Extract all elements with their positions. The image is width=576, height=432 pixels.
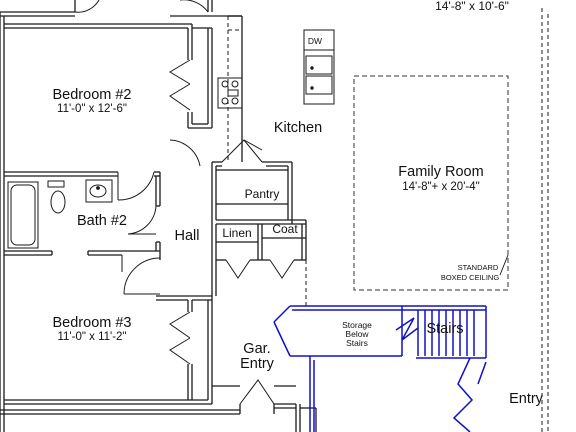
ceiling-note-leader [499,254,509,276]
dashed-lines [227,8,549,432]
bedroom3-dim: 11'-0" x 11'-2" [57,331,126,343]
bath2-label: Bath #2 [77,213,127,229]
kitchen-label: Kitchen [274,120,322,136]
bedroom2-dim: 11'-0" x 12'-6" [57,103,127,115]
family-room-dim: 14'-8"+ x 20'-4" [402,181,479,193]
bedroom3-name: Bedroom #3 [53,315,132,331]
top-room-dim: 14'-8" x 10'-6" [435,0,509,13]
storage-line3: Stairs [346,338,368,348]
gar-entry-line1: Gar. [243,341,270,357]
ceiling-note-line2: BOXED CEILING [441,273,500,282]
linen-label: Linen [222,226,251,240]
dw-label: DW [308,36,322,46]
family-room-name: Family Room [398,164,483,180]
stairs-label: Stairs [426,321,463,337]
storage-line1: Storage [342,320,372,330]
labels: 14'-8" x 10'-6" Bedroom #2 11'-0" x 12'-… [53,0,544,407]
storage-line2: Below [345,329,369,339]
boxed-ceiling-outline [353,75,509,291]
hall-label: Hall [175,228,200,244]
entry-label: Entry [509,391,544,407]
pantry-label: Pantry [245,187,280,201]
walls [0,0,317,432]
stairs-outline [273,305,487,432]
bedroom2-name: Bedroom #2 [53,87,132,103]
doors [74,0,295,405]
gar-entry-line2: Entry [240,356,275,372]
ceiling-note-line1: STANDARD [458,263,499,272]
coat-label: Coat [272,222,298,236]
fixtures [7,29,335,249]
